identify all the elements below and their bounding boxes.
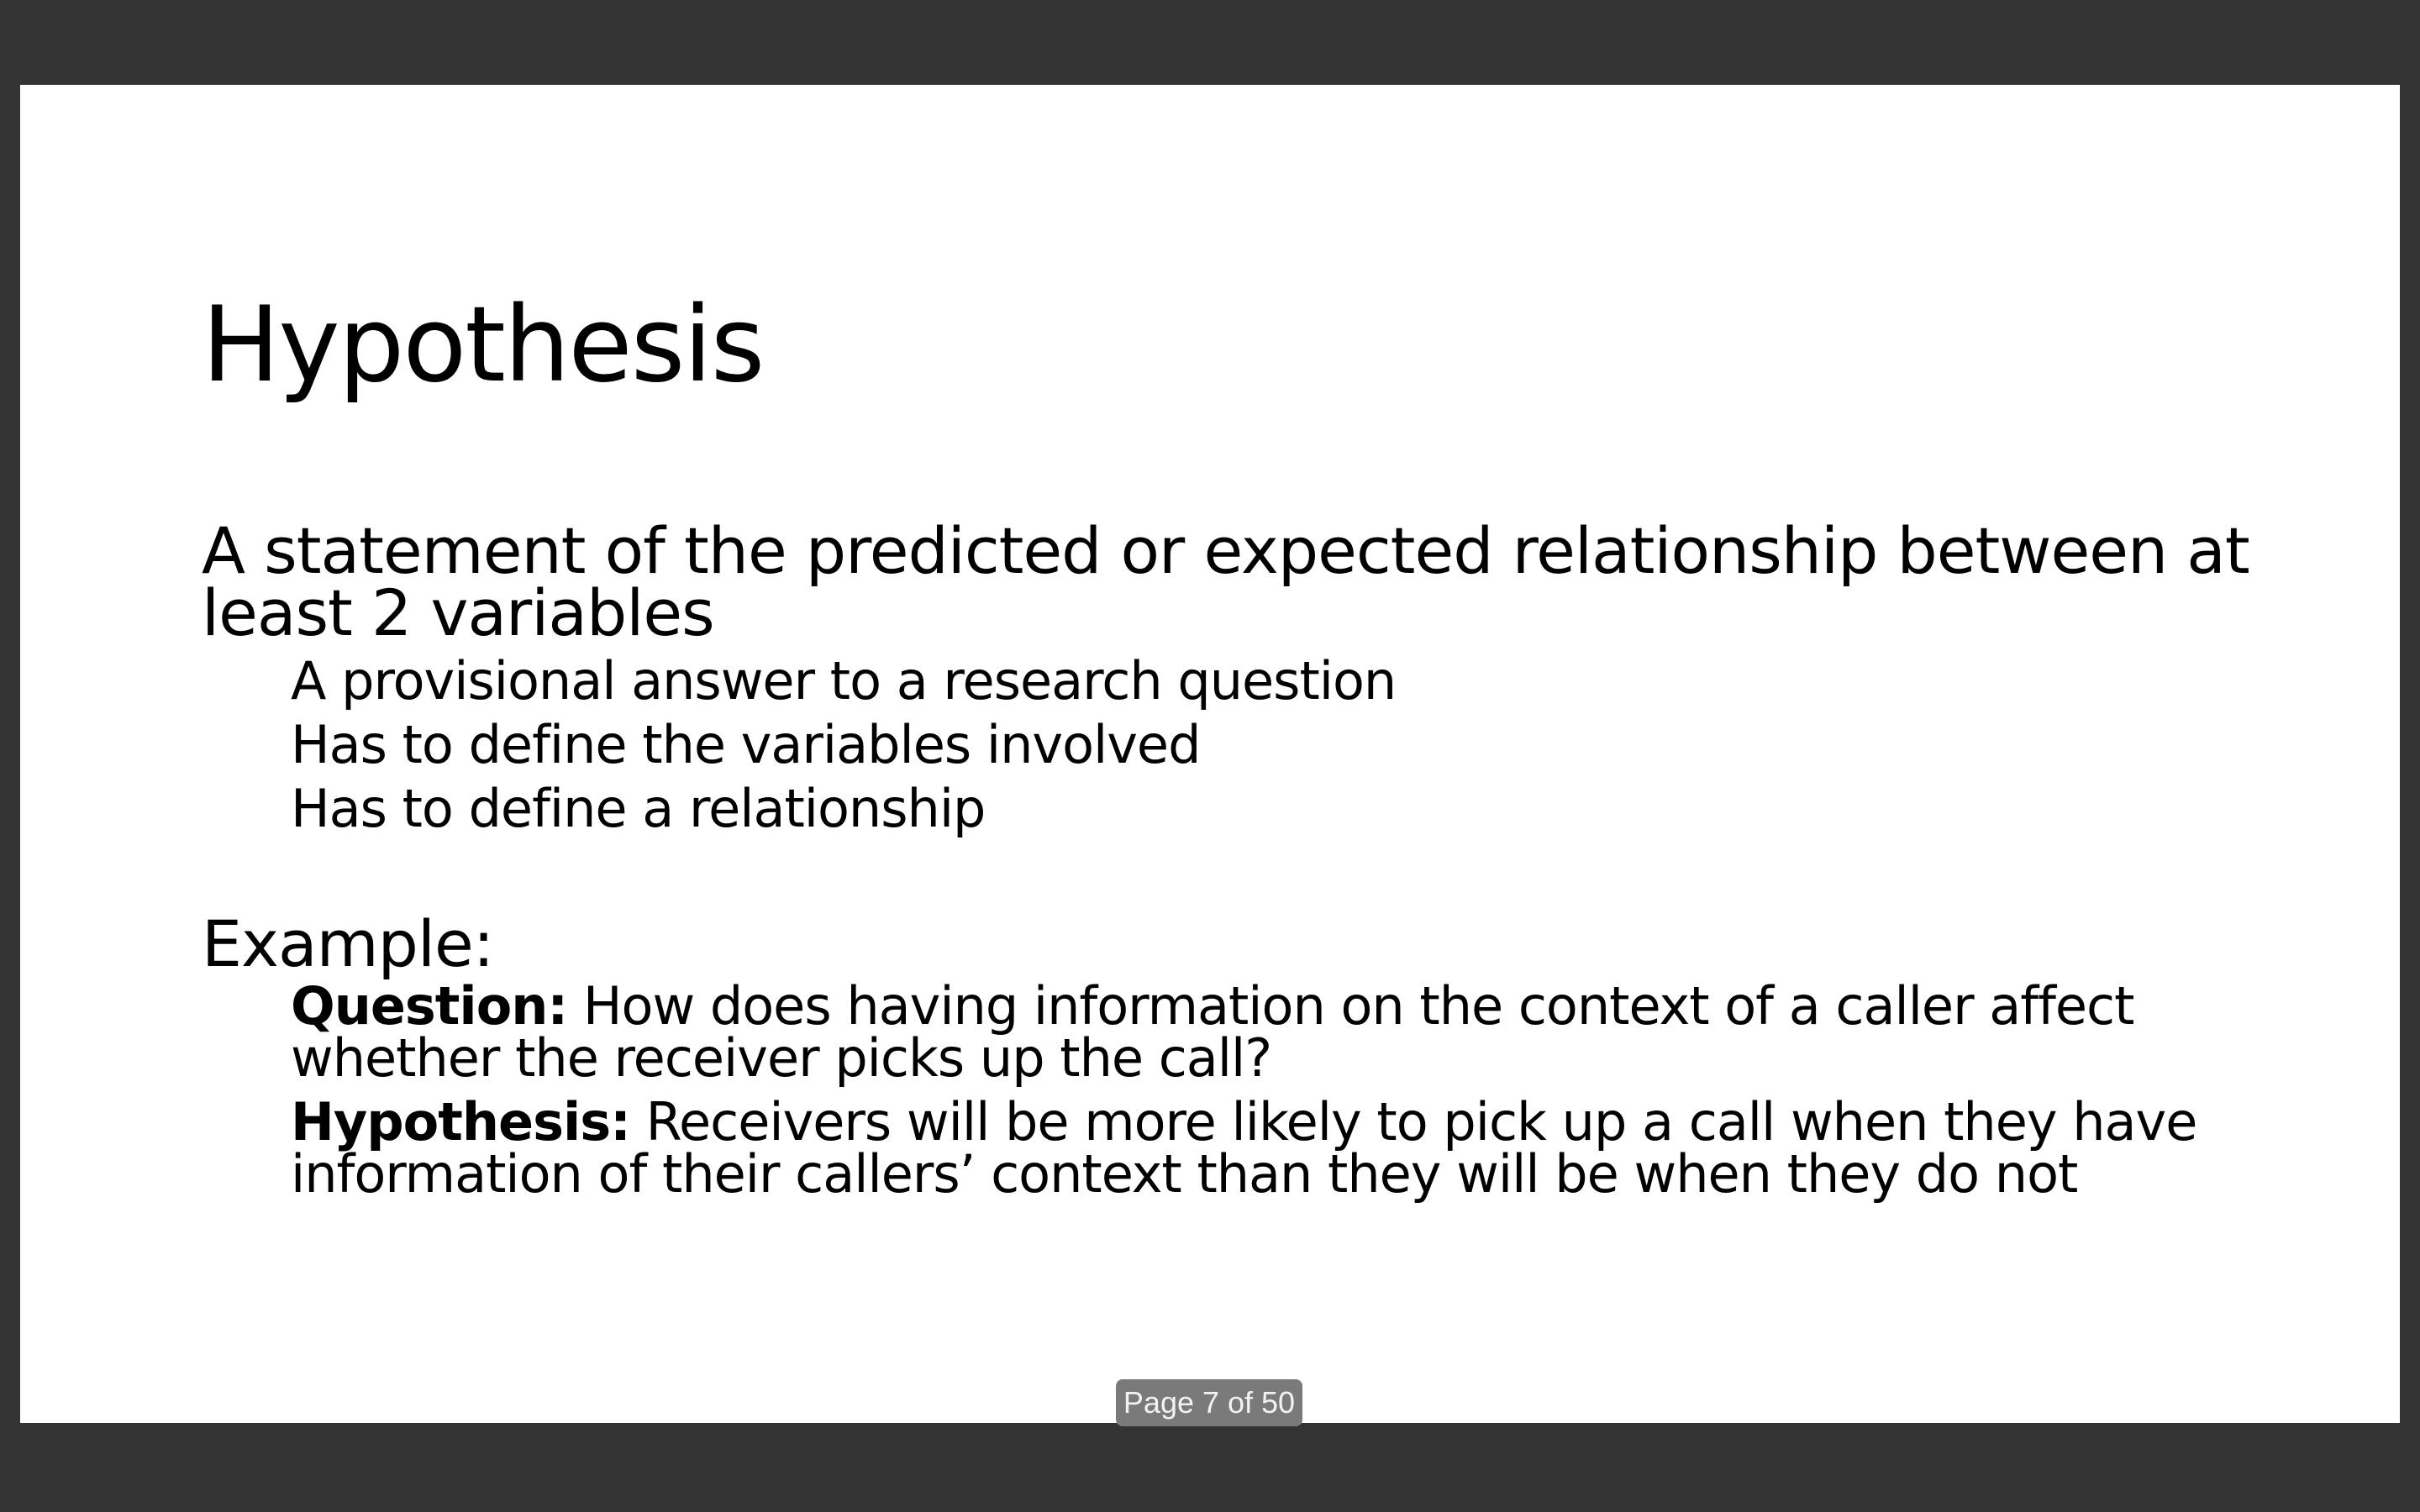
definition-text: A statement of the predicted or expected…	[202, 513, 2250, 650]
slide-page: Hypothesis A statement of the predicted …	[20, 85, 2400, 1423]
hypothesis-text: Receivers will be more likely to pick up…	[291, 1091, 2197, 1205]
question-label: Question:	[291, 975, 568, 1037]
example-question: Question: How does having information on…	[291, 980, 2286, 1084]
question-text: How does having information on the conte…	[291, 975, 2134, 1089]
slide-body: A statement of the predicted or expected…	[202, 513, 2286, 1212]
example-heading: Example:	[202, 906, 494, 981]
bullet-item: Has to define a relationship	[291, 778, 986, 839]
slide-title: Hypothesis	[202, 285, 765, 406]
page-indicator: Page 7 of 50	[1116, 1379, 1302, 1426]
bullet-item: A provisional answer to a research quest…	[291, 650, 1397, 711]
bullet-item: Has to define the variables involved	[291, 714, 1201, 775]
hypothesis-label: Hypothesis:	[291, 1091, 631, 1152]
example-hypothesis: Hypothesis: Receivers will be more likel…	[291, 1096, 2286, 1200]
